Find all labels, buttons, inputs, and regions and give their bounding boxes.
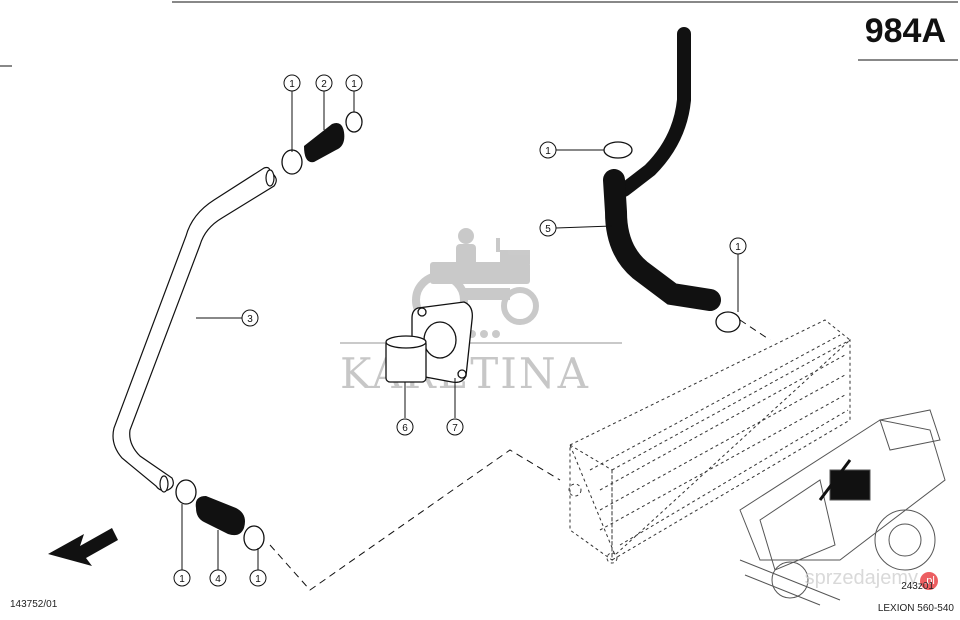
callout-1e: 1 [173,569,191,587]
svg-text:4: 4 [215,574,221,585]
svg-text:1: 1 [179,574,185,585]
svg-text:1: 1 [545,146,551,157]
hose-4 [195,496,245,536]
callout-1a: 1 [283,74,301,92]
callout-5: 5 [539,219,557,237]
site-watermark: sprzedajemy.pl [805,567,938,590]
site-watermark-text: sprzedajemy [804,567,918,589]
callout-6: 6 [396,418,414,436]
svg-text:1: 1 [255,574,261,585]
radiator-assembly [568,319,851,564]
svg-text:3: 3 [247,314,253,325]
site-watermark-badge: .pl [920,572,938,590]
callout-4: 4 [209,569,227,587]
callout-1b: 1 [345,74,363,92]
svg-text:1: 1 [735,242,741,253]
frame-lines [0,1,958,67]
callout-1c: 1 [539,141,557,159]
watermark-logo [340,228,622,344]
callout-1d: 1 [729,237,747,255]
combine-harvester-sketch [739,409,946,606]
drawing-ref: 143752/01 [10,599,58,610]
svg-text:7: 7 [452,423,458,434]
callout-1f: 1 [249,569,267,587]
svg-text:6: 6 [402,423,408,434]
hose-clamps [175,111,741,551]
callout-3: 3 [241,309,259,327]
svg-text:1: 1 [289,79,295,90]
svg-text:5: 5 [545,224,551,235]
svg-text:1: 1 [351,79,357,90]
callout-7: 7 [446,418,464,436]
leader-lines [181,91,739,570]
svg-text:2: 2 [321,79,327,90]
callout-2: 2 [315,74,333,92]
hose-5 [603,27,721,311]
direction-arrow-icon [48,528,118,566]
image-ref: 243z01 [901,581,934,592]
hose-2 [304,123,345,163]
machine-model: LEXION 560-540 [877,603,954,614]
hose-3-pipe [112,166,277,493]
thermostat-assembly [385,301,473,384]
page-code: 984A [864,12,946,50]
assembly-dashed-lines [269,319,771,591]
